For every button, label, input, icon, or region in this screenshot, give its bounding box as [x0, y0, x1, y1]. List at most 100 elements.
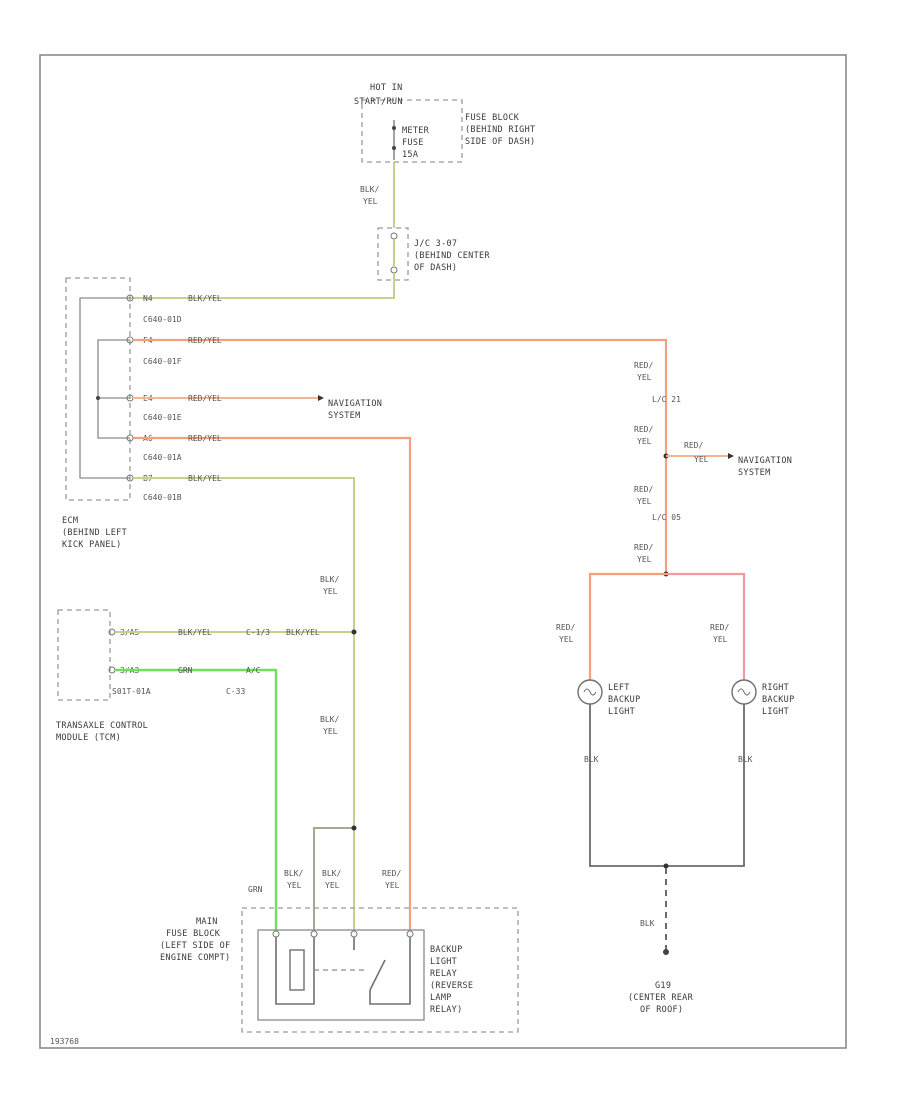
- relay-coil-loop: [275, 937, 315, 1005]
- right-light-label-1: RIGHT: [762, 683, 789, 693]
- nav-arrow-1: [318, 395, 324, 401]
- relay-label-4: (REVERSE: [430, 981, 473, 991]
- wire-label-yel-6: YEL: [385, 881, 400, 890]
- wire-ecm-f4-right: [133, 338, 668, 574]
- splice-relay: [351, 825, 357, 831]
- wire-tcm-grn: [115, 668, 278, 930]
- wire-label-blk-r: BLK: [738, 755, 753, 764]
- jc-label-1: J/C 3-07: [414, 239, 457, 249]
- main-fuse-block-box: [241, 907, 519, 1033]
- wire-label-red-r3: RED/: [684, 441, 703, 450]
- c-pin-label-2: A/C: [246, 666, 261, 675]
- wire-right-light: [666, 572, 746, 680]
- fuse-block-label-1: FUSE BLOCK: [465, 113, 520, 123]
- fuse-meter-label: METER: [402, 126, 430, 136]
- wire-label-yel-5: YEL: [325, 881, 340, 890]
- main-fb-label-3: (LEFT SIDE OF: [160, 941, 230, 951]
- ecm-splice: [96, 396, 100, 400]
- main-fb-label-1: MAIN: [196, 917, 218, 927]
- wire-label-yel-r3: YEL: [694, 455, 709, 464]
- wire-label-red-r2: RED/: [634, 425, 653, 434]
- ecm-pin-1: [126, 294, 134, 302]
- relay-switch-loop: [369, 937, 411, 1005]
- wire-label-red-4: RED/: [382, 869, 401, 878]
- ground-label-3: OF ROOF): [640, 1005, 683, 1015]
- wire-label-blk-5: BLK/: [322, 869, 341, 878]
- wire-ecm-a6-relay: [133, 436, 412, 930]
- wire-label-blk-2: BLK/: [320, 575, 339, 584]
- fuse-block-label-2: (BEHIND RIGHT: [465, 125, 535, 135]
- wire-label-red-r1: RED/: [634, 361, 653, 370]
- ecm-conn-label-3: C640-01E: [143, 413, 182, 422]
- wire-label-yel-rr: YEL: [713, 635, 728, 644]
- tcm-label-2: MODULE (TCM): [56, 733, 121, 743]
- ecm-conn-label-5: C640-01B: [143, 493, 182, 502]
- ecm-label-1: ECM: [62, 516, 78, 526]
- jc-terminal-1: [390, 232, 398, 240]
- tcm-conn-label: S01T-01A: [112, 687, 151, 696]
- ecm-conn-label-1: C640-01D: [143, 315, 182, 324]
- fuse-terminal-bottom: [392, 146, 396, 150]
- ecm-internal-bus-2: [97, 339, 130, 439]
- fuse-block-label-3: SIDE OF DASH): [465, 137, 535, 147]
- wire-blk-ground-loop: [589, 704, 745, 867]
- wire-label-yel-l: YEL: [559, 635, 574, 644]
- fuse-terminal-top: [392, 126, 396, 130]
- wire-label-yel-r4: YEL: [637, 497, 652, 506]
- relay-label-1: BACKUP: [430, 945, 463, 955]
- relay-label-6: RELAY): [430, 1005, 463, 1015]
- relay-label-2: LIGHT: [430, 957, 457, 967]
- jc-left-label: L/C 21: [652, 395, 681, 404]
- relay-pin-4: [406, 930, 414, 938]
- relay-label-5: LAMP: [430, 993, 452, 1003]
- wire-label-red-l: RED/: [556, 623, 575, 632]
- relay-pin-2: [310, 930, 318, 938]
- wire-label-blkyel-2: BLK/YEL: [188, 474, 222, 483]
- nav-1-label-a: NAVIGATION: [328, 399, 382, 409]
- wire-jc-ecm: [130, 273, 395, 299]
- c-label: C-33: [226, 687, 245, 696]
- wire-ecm-b7-relay: [133, 477, 355, 930]
- ecm-label-3: KICK PANEL): [62, 540, 122, 550]
- left-light-label-2: BACKUP: [608, 695, 641, 705]
- ground-label-1: G19: [655, 981, 671, 991]
- main-fb-label-2: FUSE BLOCK: [166, 929, 221, 939]
- wire-label-yel-r2: YEL: [637, 437, 652, 446]
- wire-label-blk-4: BLK/: [284, 869, 303, 878]
- relay-label-3: RELAY: [430, 969, 457, 979]
- wire-label-grn: GRN: [178, 666, 193, 675]
- wire-left-light: [588, 572, 666, 680]
- fuse-amp-label: 15A: [402, 150, 418, 160]
- nav-2-label-a: NAVIGATION: [738, 456, 792, 466]
- wire-label-blkyel-3: BLK/YEL: [178, 628, 212, 637]
- ground-label-2: (CENTER REAR: [628, 993, 694, 1003]
- wire-label-redyel-1: RED/YEL: [188, 336, 222, 345]
- left-light-label-3: LIGHT: [608, 707, 635, 717]
- wire-label-blk-l: BLK: [584, 755, 599, 764]
- wire-label-blk-g: BLK: [640, 919, 655, 928]
- right-light-label-3: LIGHT: [762, 707, 789, 717]
- wire-label-redyel-3: RED/YEL: [188, 434, 222, 443]
- wire-label-blkyel-1: BLK/YEL: [188, 294, 222, 303]
- wire-label-yel-r5: YEL: [637, 555, 652, 564]
- wire-label-red-r5: RED/: [634, 543, 653, 552]
- ecm-pin-label-1: N4: [143, 294, 153, 303]
- fuse-fuse-label: FUSE: [402, 138, 424, 148]
- nav-arrow-2: [728, 453, 734, 459]
- jc-box: [377, 227, 409, 281]
- ecm-conn-label-2: C640-01F: [143, 357, 182, 366]
- wire-label-blk: BLK/: [360, 185, 379, 194]
- wire-label-redyel-2: RED/YEL: [188, 394, 222, 403]
- wire-label-yel: YEL: [363, 197, 378, 206]
- main-fb-label-4: ENGINE COMPT): [160, 953, 230, 963]
- wire-label-yel-2: YEL: [323, 587, 338, 596]
- relay-pin-1: [272, 930, 280, 938]
- wire-label-red-r4: RED/: [634, 485, 653, 494]
- relay-switch-arm: [369, 959, 386, 991]
- left-light-label-1: LEFT: [608, 683, 630, 693]
- hot-in-label-2: START/RUN: [354, 97, 403, 107]
- wire-label-blk-3: BLK/: [320, 715, 339, 724]
- wire-relay-branch: [313, 827, 354, 930]
- right-bulb-filament: [737, 688, 751, 696]
